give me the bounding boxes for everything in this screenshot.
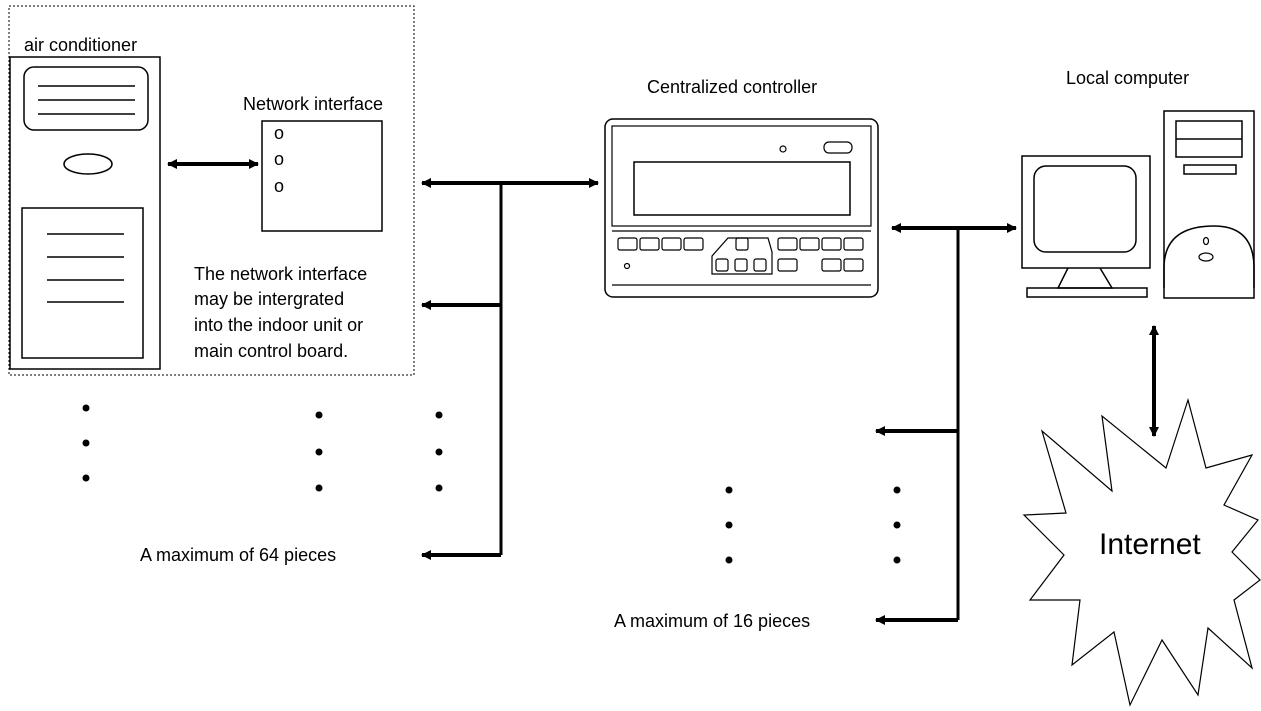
max-16-label: A maximum of 16 pieces [614,611,810,631]
controller-body [604,118,879,298]
indicator-light: o [274,149,284,169]
local-computer [1021,110,1255,299]
computer-tower [1163,110,1255,299]
ellipsis-dots [725,486,901,564]
air-conditioner-display [63,153,113,175]
note-text-line: may be intergrated [194,289,344,309]
power-led-icon [1202,236,1210,246]
controller-buttons [617,237,864,272]
centralized-controller [604,118,879,298]
controller-indicator-icon [779,145,787,153]
keyboard [1026,287,1148,298]
air-conditioner-top-panel [23,66,149,131]
controller-screen [633,161,851,216]
controller-keypad-outline [711,237,773,275]
monitor-stand [1056,267,1114,289]
tower-front-panel [1163,225,1255,288]
ellipsis-dots [82,404,443,492]
note-text-line: into the indoor unit or [194,315,363,335]
controller-power-button [823,141,853,154]
network-interface-box: o o o [261,120,383,232]
power-button-icon [1198,252,1214,262]
note-text-line: The network interface [194,264,367,284]
air-conditioner-body [9,56,161,370]
local-computer-label: Local computer [1066,68,1189,88]
controller-upper-panel [611,125,872,227]
centralized-controller-label: Centralized controller [647,77,817,97]
internet-label: Internet [1099,528,1201,561]
monitor-frame [1021,155,1151,269]
air-conditioner-unit [9,56,161,370]
floppy-slot [1183,164,1237,175]
indicator-light: o [274,176,284,196]
note-text-line: main control board. [194,341,348,361]
air-conditioner-grille [21,207,144,359]
network-interface-frame [261,120,383,232]
indoor-unit-boundary [8,5,415,376]
network-interface-label: Network interface [243,94,383,114]
indoor-bus [421,178,599,560]
max-64-label: A maximum of 64 pieces [140,545,336,565]
indicator-light: o [274,123,284,143]
internet-starburst [1022,397,1261,707]
controller-bus [875,223,1017,625]
air-conditioner-label: air conditioner [24,35,137,55]
monitor-screen [1033,165,1137,253]
